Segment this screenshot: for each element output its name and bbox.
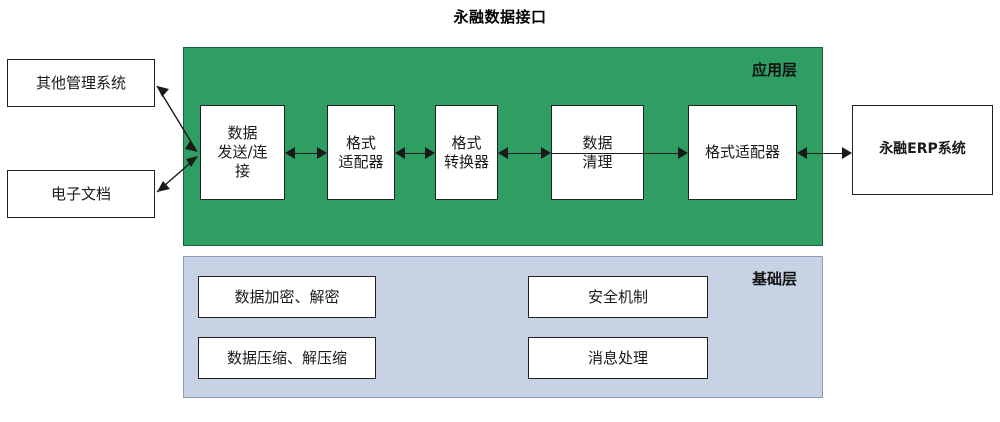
app-node-data-cleaning[interactable]: 数据 清理 (551, 105, 644, 200)
base-node-label: 安全机制 (587, 287, 648, 306)
arrowhead-node4-node5-right (678, 147, 688, 159)
base-node-label: 消息处理 (587, 348, 648, 367)
app-node-label: 格式适配器 (704, 143, 780, 162)
external-box-label: 其他管理系统 (35, 73, 126, 92)
arrowhead-node5-erp-left (797, 147, 807, 159)
app-node-format-adapter-1[interactable]: 格式 适配器 (327, 105, 395, 200)
base-node-label: 数据加密、解密 (234, 287, 340, 306)
external-box-other-management-system[interactable]: 其他管理系统 (7, 59, 155, 107)
arrowhead-to-other-system (157, 86, 169, 97)
arrowhead-node2-node3-right (425, 147, 435, 159)
external-box-label: 电子文档 (50, 184, 111, 203)
external-box-yongrong-erp-system[interactable]: 永融ERP系统 (852, 105, 993, 195)
external-box-electronic-document[interactable]: 电子文档 (7, 170, 155, 218)
app-node-data-send-connect[interactable]: 数据 发送/连 接 (200, 105, 285, 200)
base-node-data-encryption-decryption[interactable]: 数据加密、解密 (198, 276, 376, 318)
arrowhead-node1-node2-right (317, 147, 327, 159)
connector-other-system-line (156, 85, 197, 151)
arrowhead-node1-node2-left (285, 147, 295, 159)
base-node-message-processing[interactable]: 消息处理 (528, 337, 708, 379)
base-node-label: 数据压缩、解压缩 (226, 348, 347, 367)
arrowhead-to-document (157, 181, 170, 192)
connector-node1-node2-line (289, 153, 323, 154)
app-node-label: 格式 适配器 (338, 133, 384, 171)
app-node-label: 数据 发送/连 接 (217, 124, 268, 180)
connector-node5-erp-line (801, 153, 848, 154)
app-node-format-adapter-2[interactable]: 格式适配器 (688, 105, 797, 200)
application-layer-label: 应用层 (752, 61, 798, 79)
arrowhead-node2-node3-left (395, 147, 405, 159)
connector-node3-node4-line (502, 153, 547, 154)
external-box-label: 永融ERP系统 (879, 141, 966, 158)
connector-node4-node5-line (551, 153, 684, 154)
page-title: 永融数据接口 (453, 8, 547, 26)
app-node-label: 数据 清理 (582, 133, 613, 171)
arrowhead-node3-node4-right (541, 147, 551, 159)
arrowhead-node5-erp-right (842, 147, 852, 159)
base-node-security-mechanism[interactable]: 安全机制 (528, 276, 708, 318)
app-node-label: 格式 转换器 (443, 133, 489, 171)
arrowhead-to-node1-upper (185, 141, 198, 152)
arrowhead-to-node1-lower (186, 156, 198, 167)
base-node-data-compression-decompression[interactable]: 数据压缩、解压缩 (198, 337, 376, 379)
app-node-format-converter[interactable]: 格式 转换器 (435, 105, 498, 200)
arrowhead-node3-node4-left (498, 147, 508, 159)
foundation-layer-label: 基础层 (752, 270, 798, 288)
connector-node2-node3-line (399, 153, 431, 154)
